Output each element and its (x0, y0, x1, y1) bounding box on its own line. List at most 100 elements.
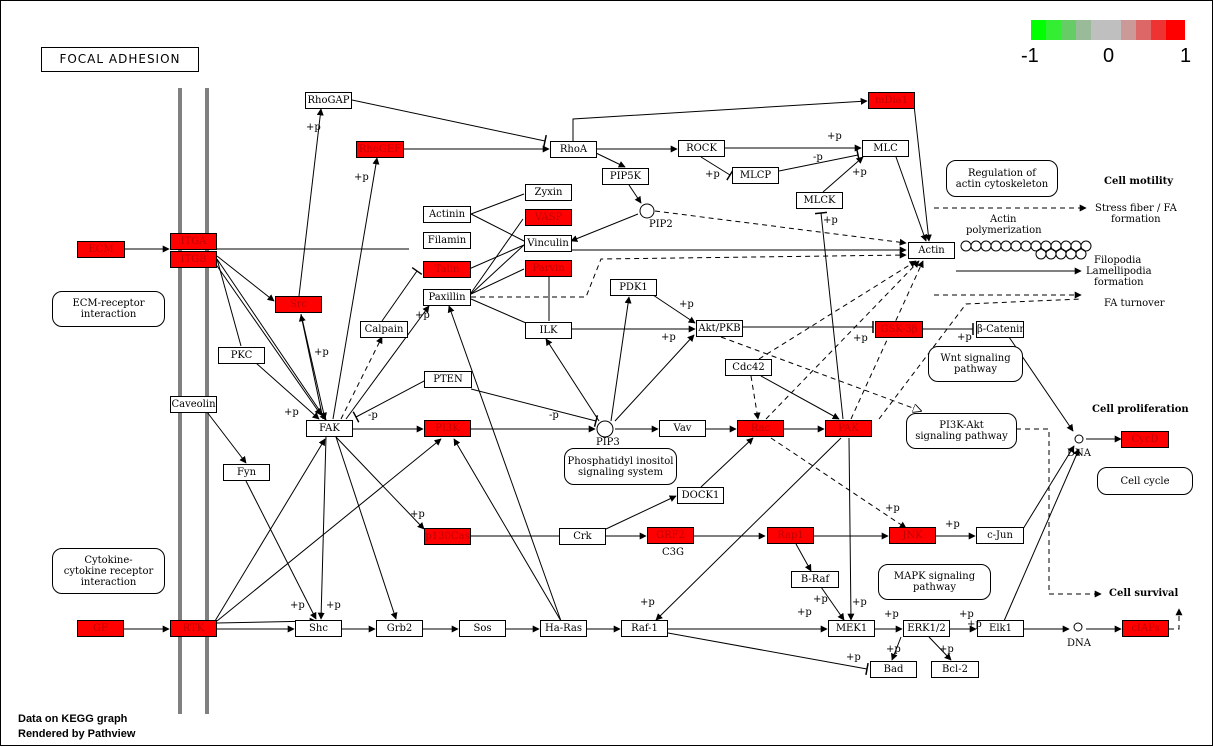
node-pkc[interactable]: PKC (218, 347, 265, 364)
pathway-cell-cycle[interactable]: Cell cycle (1097, 467, 1193, 495)
node-zyxin[interactable]: Zyxin (525, 184, 572, 201)
label-stress-fiber: Stress fiber / FA (1095, 203, 1177, 214)
legend-swatch (1166, 20, 1185, 40)
node-sos[interactable]: Sos (459, 620, 506, 637)
label-plus-p: +p (290, 600, 305, 611)
node-elk1[interactable]: Elk1 (977, 620, 1024, 637)
legend-swatch (1061, 20, 1080, 40)
pathway-pi3k-akt[interactable]: PI3K-Akt signaling pathway (906, 413, 1017, 449)
node-hras[interactable]: Ha-Ras (540, 620, 587, 637)
actin-filament-glyph (960, 240, 1092, 260)
node-fyn[interactable]: Fyn (223, 464, 270, 481)
label-plus-p: +p (945, 519, 960, 530)
node-dock1[interactable]: DOCK1 (677, 487, 724, 504)
node-crk[interactable]: Crk (559, 528, 606, 545)
node-rac[interactable]: Rac (737, 420, 784, 437)
node-ecm[interactable]: ECM (77, 241, 125, 258)
node-shc[interactable]: Shc (295, 620, 342, 637)
node-rock[interactable]: ROCK (678, 140, 725, 157)
node-src[interactable]: Src (275, 296, 322, 313)
label-plus-p: +p (823, 215, 838, 226)
node-fak[interactable]: FAK (306, 420, 353, 437)
node-pip5k[interactable]: PIP5K (602, 168, 649, 185)
node-mlc[interactable]: MLC (862, 140, 909, 157)
label-minus-p: -p (368, 410, 378, 421)
label-minus-p: -p (549, 410, 559, 421)
pip2-compound (639, 203, 655, 219)
label-formation-2: formation (1094, 277, 1144, 288)
node-gsk3b[interactable]: GSK-3β (875, 321, 923, 338)
node-itgb[interactable]: ITGB (170, 251, 217, 268)
footer-line-2: Rendered by Pathview (18, 728, 136, 740)
node-mlck[interactable]: MLCK (796, 192, 843, 209)
label-formation: formation (1111, 214, 1161, 225)
node-rhogef[interactable]: RhoGEF (356, 141, 404, 158)
node-rhogap[interactable]: RhoGAP (305, 92, 352, 109)
label-cell-survival: Cell survival (1109, 588, 1179, 599)
node-ciaps[interactable]: cIAPs (1122, 620, 1169, 637)
node-vasp[interactable]: VASP (525, 209, 572, 226)
legend-swatch (1076, 20, 1095, 40)
node-bcatenin[interactable]: β-Catenin (976, 321, 1024, 338)
node-paxillin[interactable]: Paxillin (423, 289, 471, 306)
label-plus-p: +p (884, 609, 899, 620)
node-vav[interactable]: Vav (659, 420, 706, 437)
node-itga[interactable]: ITGA (170, 233, 217, 250)
label-plus-p: +p (284, 407, 299, 418)
node-rap1[interactable]: Rap1 (767, 527, 814, 544)
node-braf[interactable]: B-Raf (791, 571, 839, 588)
node-filamin[interactable]: Filamin (423, 232, 471, 249)
pathway-wnt[interactable]: Wnt signaling pathway (928, 346, 1023, 382)
node-akt[interactable]: Akt/PKB (696, 320, 743, 337)
pathway-cytokine[interactable]: Cytokine- cytokine receptor interaction (52, 548, 165, 594)
legend-swatch (1091, 20, 1110, 40)
node-vinculin[interactable]: Vinculin (524, 235, 572, 252)
node-parvin[interactable]: Parvin (525, 260, 572, 277)
label-pip3: PIP3 (596, 437, 620, 448)
node-cycd[interactable]: CycD (1121, 431, 1169, 448)
node-actin[interactable]: Actin (908, 242, 955, 259)
node-mdia1[interactable]: mDia1 (868, 92, 915, 109)
node-actinin[interactable]: Actinin (423, 206, 471, 223)
label-pip2: PIP2 (649, 219, 673, 230)
label-plus-p: +p (410, 509, 425, 520)
node-p130cas[interactable]: p130Cas (424, 528, 471, 545)
node-ilk[interactable]: ILK (525, 322, 572, 339)
label-filopodia: Filopodia (1094, 255, 1142, 266)
pathway-regulation-actin[interactable]: Regulation of actin cytoskeleton (946, 160, 1058, 197)
node-gf[interactable]: GF (77, 620, 124, 637)
pathway-ecm-receptor[interactable]: ECM-receptor interaction (52, 291, 165, 327)
pathway-mapk[interactable]: MAPK signaling pathway (878, 564, 991, 600)
node-caveolin[interactable]: Caveolin (170, 396, 217, 413)
node-bad[interactable]: Bad (870, 661, 917, 678)
node-mlcp[interactable]: MLCP (732, 167, 779, 184)
legend-mid-label: 0 (1103, 45, 1115, 67)
node-pak[interactable]: PAK (825, 420, 872, 437)
node-rhoa[interactable]: RhoA (550, 141, 597, 158)
node-grf2[interactable]: GRF2 (647, 527, 694, 544)
node-talin[interactable]: Talin (423, 261, 471, 278)
node-pi3k[interactable]: PI3K (424, 420, 471, 437)
pathway-phosphatidyl-inositol[interactable]: Phosphatidyl inositol signaling system (564, 448, 677, 485)
node-mek1[interactable]: MEK1 (828, 620, 875, 637)
label-plus-p: +p (326, 600, 341, 611)
legend-swatch (1031, 20, 1050, 40)
node-pten[interactable]: PTEN (424, 371, 472, 388)
legend-max-label: 1 (1180, 45, 1192, 67)
node-erk[interactable]: ERK1/2 (903, 620, 950, 637)
node-jnk[interactable]: JNK (889, 527, 936, 544)
label-plus-p: +p (852, 167, 867, 178)
node-rtk[interactable]: RTK (170, 620, 217, 637)
node-raf1[interactable]: Raf-1 (621, 620, 668, 637)
node-pdk1[interactable]: PDK1 (610, 279, 657, 296)
label-cell-motility: Cell motility (1104, 176, 1174, 187)
node-calpain[interactable]: Calpain (360, 321, 408, 338)
node-cdc42[interactable]: Cdc42 (725, 359, 772, 376)
label-actin-poly-2: polymerization (966, 225, 1042, 236)
label-plus-p: +p (967, 619, 982, 630)
node-bcl2[interactable]: Bcl-2 (931, 661, 979, 678)
node-grb2[interactable]: Grb2 (376, 620, 423, 637)
label-fa-turnover: FA turnover (1104, 298, 1165, 309)
node-cjun[interactable]: c-Jun (976, 527, 1024, 544)
